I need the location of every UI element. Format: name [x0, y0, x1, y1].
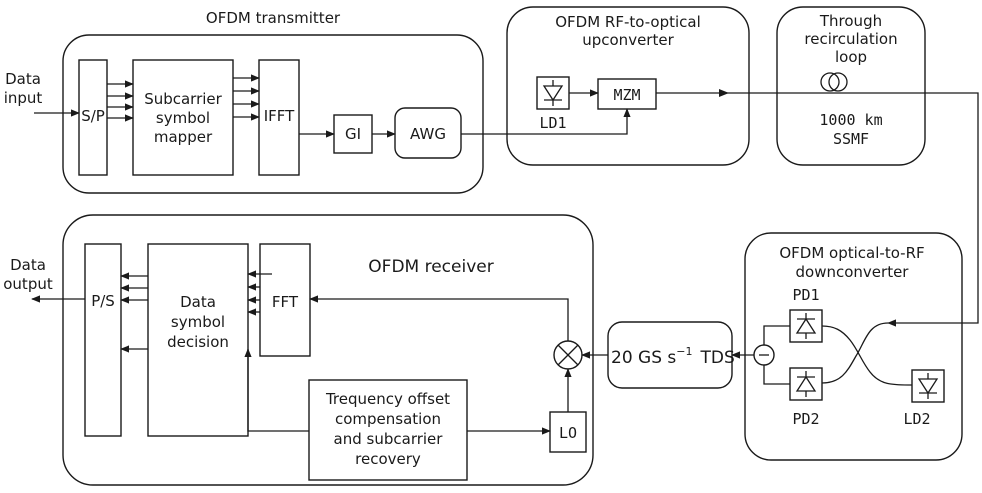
data-output: Data output	[3, 256, 85, 303]
downconverter-title-1: OFDM optical-to-RF	[779, 244, 924, 262]
lo-label: LO	[559, 424, 577, 442]
ld1-label: LD1	[539, 114, 566, 132]
upconverter-title-2: upconverter	[582, 31, 674, 49]
pd2-photodiode-icon	[789, 367, 823, 401]
subcarrier-symbol-mapper-block	[132, 59, 234, 176]
transmitter-title: OFDM transmitter	[206, 9, 341, 27]
decision-line-2: symbol	[171, 313, 225, 331]
gi-label: GI	[345, 125, 361, 143]
mapper-line-2: symbol	[156, 109, 210, 127]
tds-block-group: 20 GS s−1 TDS	[607, 321, 735, 389]
mapper-line-1: Subcarrier	[144, 90, 222, 108]
ld2-laser-icon	[911, 369, 945, 403]
receiver-title: OFDM receiver	[368, 257, 493, 277]
mzm-label: MZM	[613, 86, 640, 104]
fft-block	[259, 243, 311, 357]
freq-line-2: compensation	[335, 410, 441, 428]
data-input-line-1: Data	[5, 70, 41, 88]
tds-name: TDS	[699, 348, 734, 368]
mixer-icon	[553, 340, 583, 370]
pd1-photodiode-icon	[789, 309, 823, 343]
freq-line-1: Trequency offset	[325, 390, 450, 408]
data-input: Data input	[4, 70, 80, 117]
ifft-block	[258, 59, 300, 176]
tds-rate-exponent: −1	[676, 345, 692, 358]
tds-label: 20 GS s−1 TDS	[611, 345, 735, 368]
ld1-laser-icon	[536, 76, 570, 110]
loop-length-1: 1000 km	[819, 111, 882, 129]
data-symbol-decision-block	[147, 243, 249, 437]
optical-fiber-path	[656, 92, 979, 327]
data-input-line-2: input	[4, 89, 43, 107]
loop-title-3: loop	[835, 48, 867, 66]
upconverter-title-1: OFDM RF-to-optical	[555, 13, 701, 31]
loop-length-2: SSMF	[833, 130, 869, 148]
ofdm-receiver-group: OFDM receiver P/S Data symbol decision F…	[62, 214, 608, 486]
fiber-coil-icon	[820, 72, 848, 92]
optical-coupler	[821, 322, 913, 386]
data-output-line-2: output	[3, 275, 53, 293]
optical-to-rf-downconverter-group: OFDM optical-to-RF downconverter PD1 PD2…	[744, 232, 963, 461]
rf-to-optical-upconverter-group: OFDM RF-to-optical upconverter LD1 MZM	[506, 6, 750, 166]
frequency-offset-compensation-block	[308, 379, 468, 481]
ld2-label: LD2	[903, 410, 930, 428]
freq-line-4: recovery	[355, 450, 421, 468]
mapper-line-3: mapper	[154, 128, 213, 146]
recirculation-loop-group: Through recirculation loop 1000 km SSMF	[776, 6, 926, 166]
freq-line-3: and subcarrier	[334, 430, 444, 448]
awg-label: AWG	[410, 125, 446, 143]
decision-line-3: decision	[167, 333, 229, 351]
ofdm-transmitter-group: OFDM transmitter S/P Subcarrier symbol m…	[62, 9, 484, 194]
ps-block	[84, 243, 122, 437]
decision-line-1: Data	[180, 293, 216, 311]
tds-rate: 20 GS s	[611, 348, 676, 368]
data-output-line-1: Data	[10, 256, 46, 274]
loop-title-1: Through	[819, 12, 882, 30]
ps-label: P/S	[91, 292, 115, 310]
pd2-label: PD2	[792, 410, 819, 428]
lo-block	[549, 411, 587, 453]
pd1-label: PD1	[792, 286, 819, 304]
sp-label: S/P	[81, 107, 105, 125]
ifft-label: IFFT	[264, 107, 295, 125]
sp-block	[78, 59, 108, 176]
downconverter-title-2: downconverter	[796, 263, 910, 281]
loop-title-2: recirculation	[804, 30, 897, 48]
fft-label: FFT	[272, 293, 299, 311]
